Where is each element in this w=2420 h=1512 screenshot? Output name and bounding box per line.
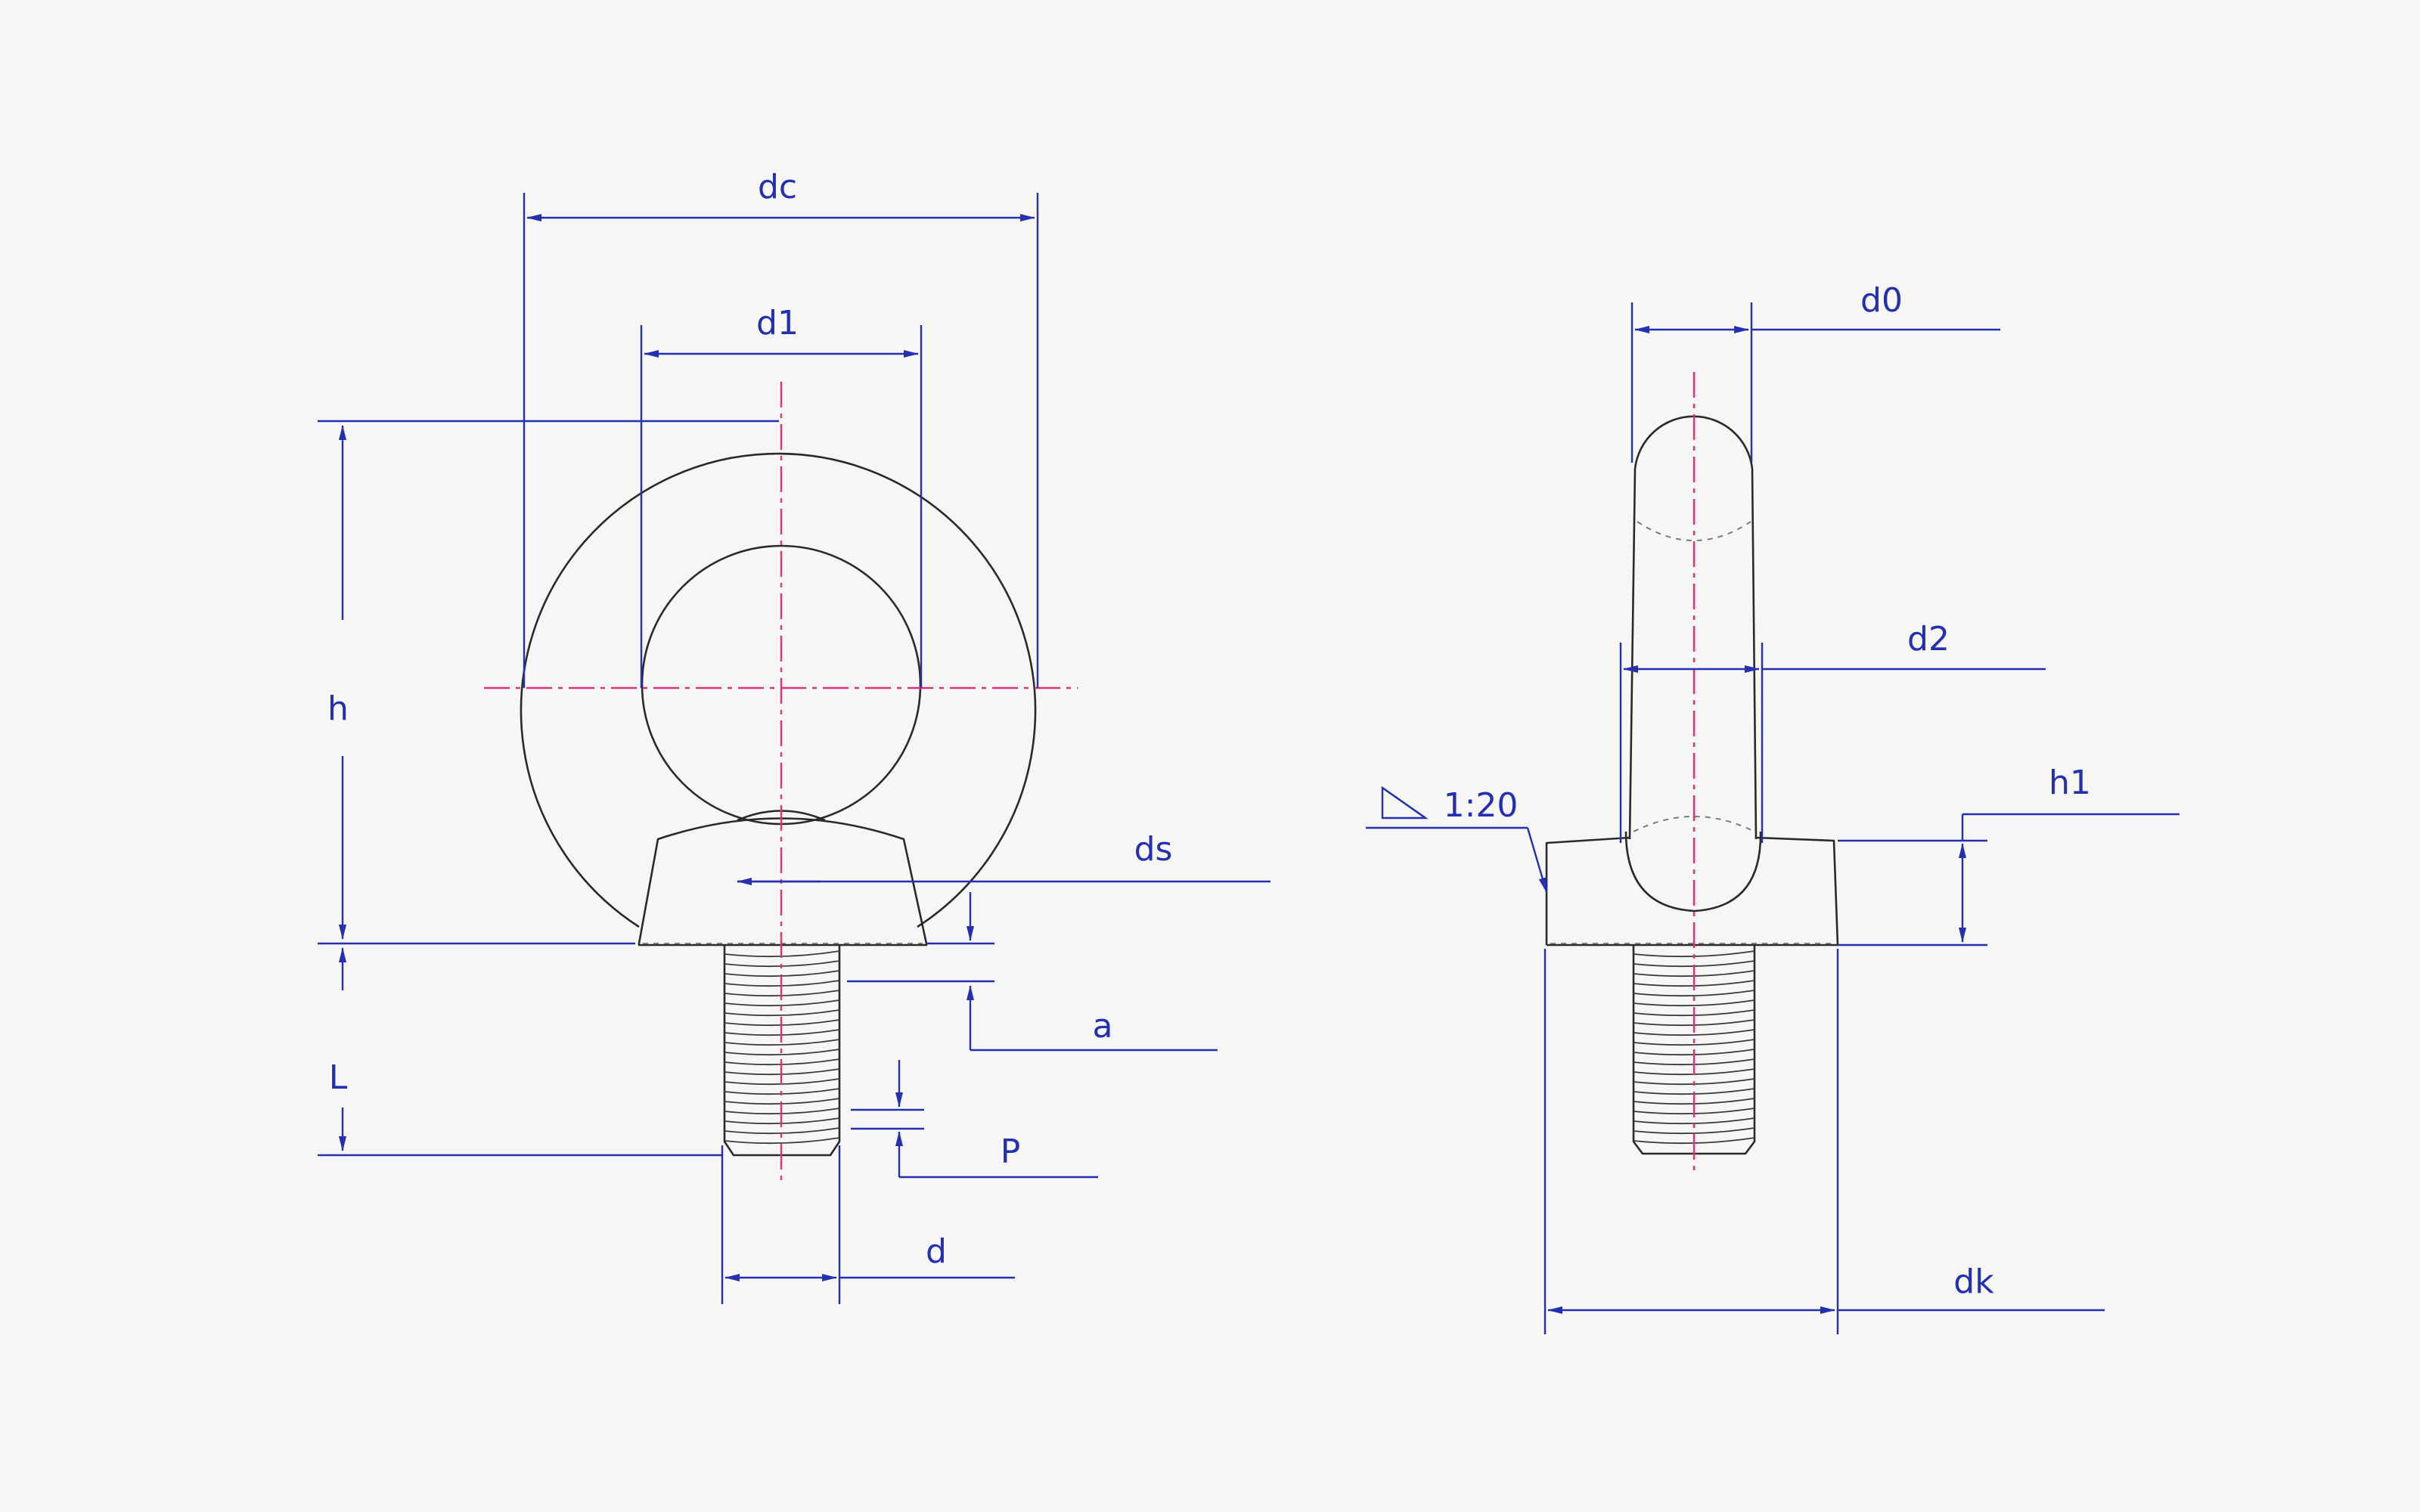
dim-label-P: P	[1001, 1132, 1021, 1171]
thread-line	[1633, 990, 1755, 997]
eye-profile	[1628, 415, 1758, 840]
thread-line	[724, 1137, 840, 1145]
eye-lower-curve	[1624, 831, 1762, 912]
front-dimensions: dc d1 h L ds a P	[318, 168, 1270, 1304]
dim-label-dc: dc	[758, 168, 797, 206]
dim-label-taper: 1:20	[1444, 786, 1519, 825]
side-collar	[1545, 836, 1839, 947]
dim-label-d: d	[926, 1232, 947, 1271]
thread-line	[724, 1009, 840, 1017]
thread-line	[1633, 1029, 1755, 1036]
dim-label-d0: d0	[1860, 281, 1903, 320]
thread-line	[724, 1127, 840, 1135]
thread-line	[1633, 1127, 1755, 1135]
collar	[638, 817, 928, 947]
dim-label-L: L	[329, 1058, 348, 1097]
thread-line	[724, 1039, 840, 1046]
collar-hidden-arc	[1633, 816, 1755, 832]
dim-label-d1: d1	[756, 304, 799, 342]
dim-label-ds: ds	[1134, 830, 1173, 869]
thread-line	[724, 1049, 840, 1056]
side-dimensions: d0 d2 h1 1:20 dk	[1366, 281, 2180, 1334]
thread-line	[1633, 1117, 1755, 1125]
thread-line	[1633, 1039, 1755, 1046]
thread-line	[1633, 999, 1755, 1007]
dim-label-dk: dk	[1953, 1263, 1994, 1301]
dim-label-h: h	[327, 689, 349, 728]
dim-label-a: a	[1093, 1007, 1113, 1046]
ring-outer	[520, 452, 1037, 928]
front-view	[484, 382, 1078, 1183]
taper-symbol	[1381, 785, 1429, 820]
dim-label-d2: d2	[1907, 620, 1950, 658]
dim-label-h1: h1	[2049, 764, 2091, 802]
side-view	[1545, 372, 1839, 1176]
thread-line	[724, 999, 840, 1007]
eye-hidden-arc	[1637, 521, 1751, 541]
